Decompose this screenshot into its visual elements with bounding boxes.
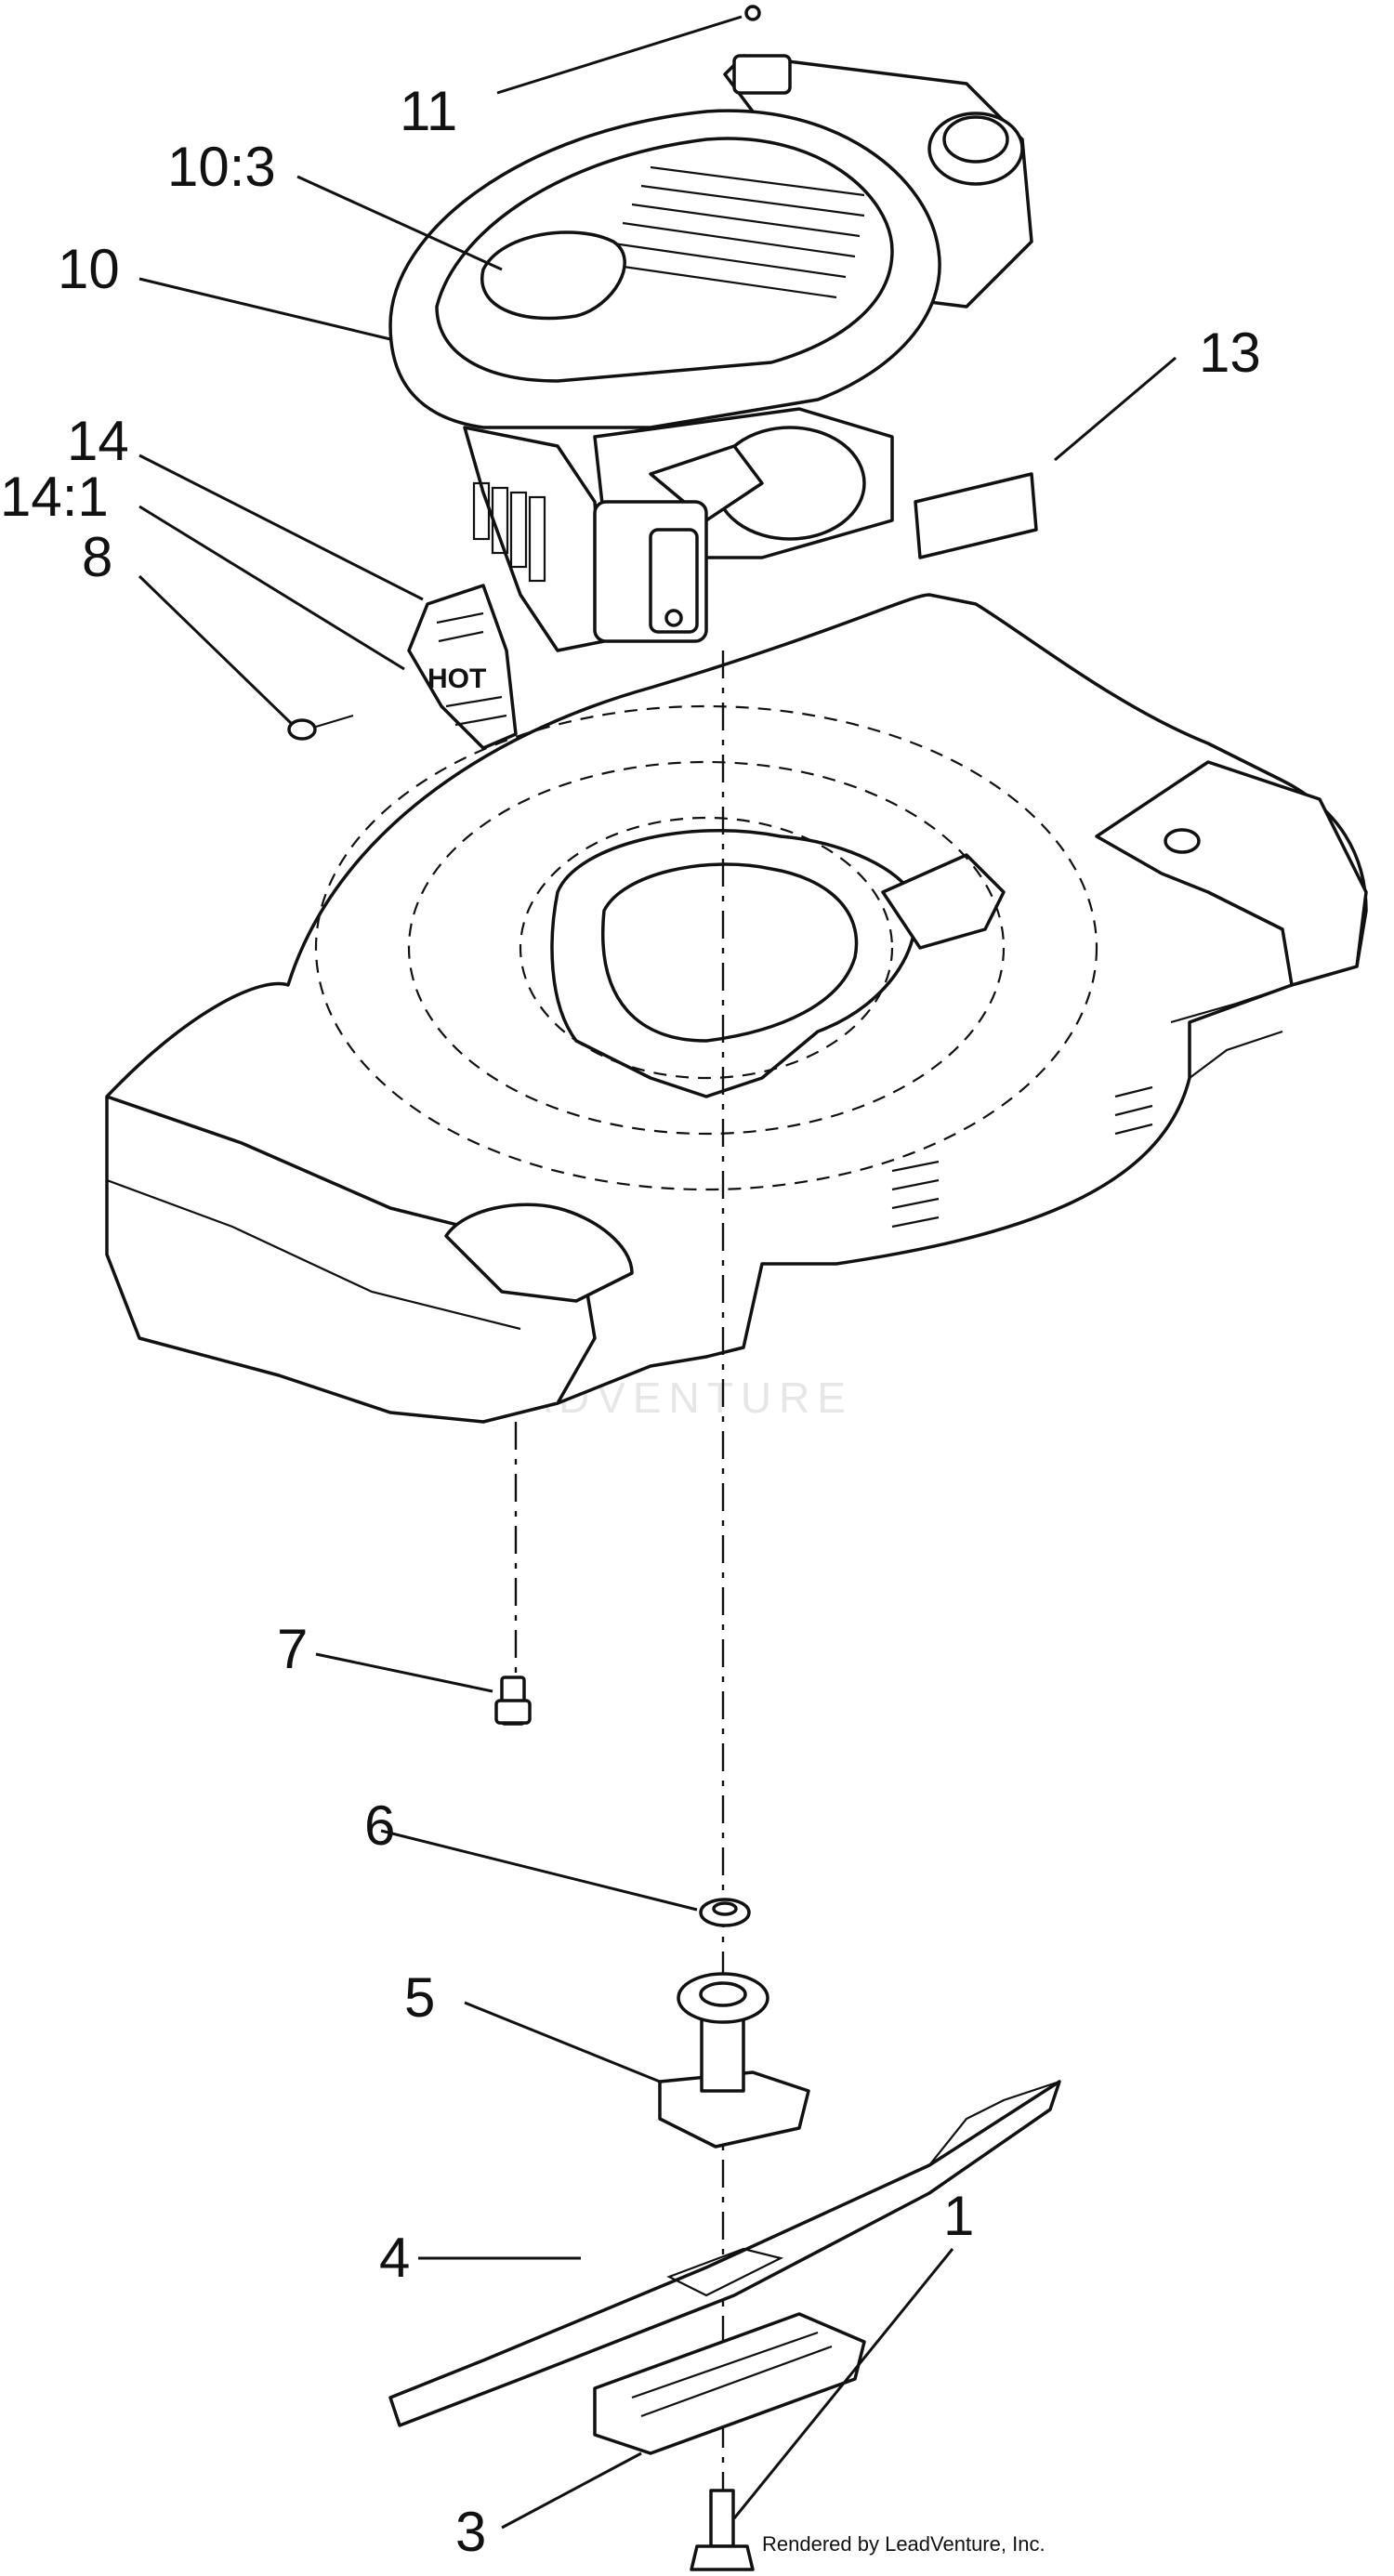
bolt-7 xyxy=(494,1676,532,1726)
blade-bolt xyxy=(690,2489,755,2571)
callout-13: 13 xyxy=(1199,322,1261,384)
blade-adapter xyxy=(658,1972,810,2149)
callout-6: 6 xyxy=(364,1794,395,1857)
callouts: 11 10:3 10 13 14 14:1 8 7 6 5 4 1 3 xyxy=(0,80,1261,2563)
credit-text: Rendered by LeadVenture, Inc. xyxy=(762,2532,1046,2556)
callout-4: 4 xyxy=(379,2227,410,2289)
callout-7: 7 xyxy=(277,1618,308,1680)
callout-8: 8 xyxy=(82,526,112,588)
callout-11: 11 xyxy=(400,80,457,142)
callout-14: 14 xyxy=(67,410,129,472)
stiffener-plate xyxy=(593,2312,866,2455)
callout-10: 10 xyxy=(58,238,120,300)
blade xyxy=(388,2080,1061,2427)
washer-6 xyxy=(699,1898,751,1927)
callout-10-3: 10:3 xyxy=(167,136,276,198)
callout-3: 3 xyxy=(455,2501,486,2563)
engine xyxy=(388,5,1033,652)
heat-shield-label: HOT xyxy=(427,664,486,694)
callout-1: 1 xyxy=(943,2185,974,2247)
callout-5: 5 xyxy=(404,1966,435,2029)
heat-shield: HOT xyxy=(407,584,518,750)
decal xyxy=(914,472,1038,559)
callout-14-1: 14:1 xyxy=(0,466,109,528)
bolt-8 xyxy=(287,714,354,741)
mower-deck xyxy=(105,593,1368,1424)
leader-lines xyxy=(138,15,1177,2530)
